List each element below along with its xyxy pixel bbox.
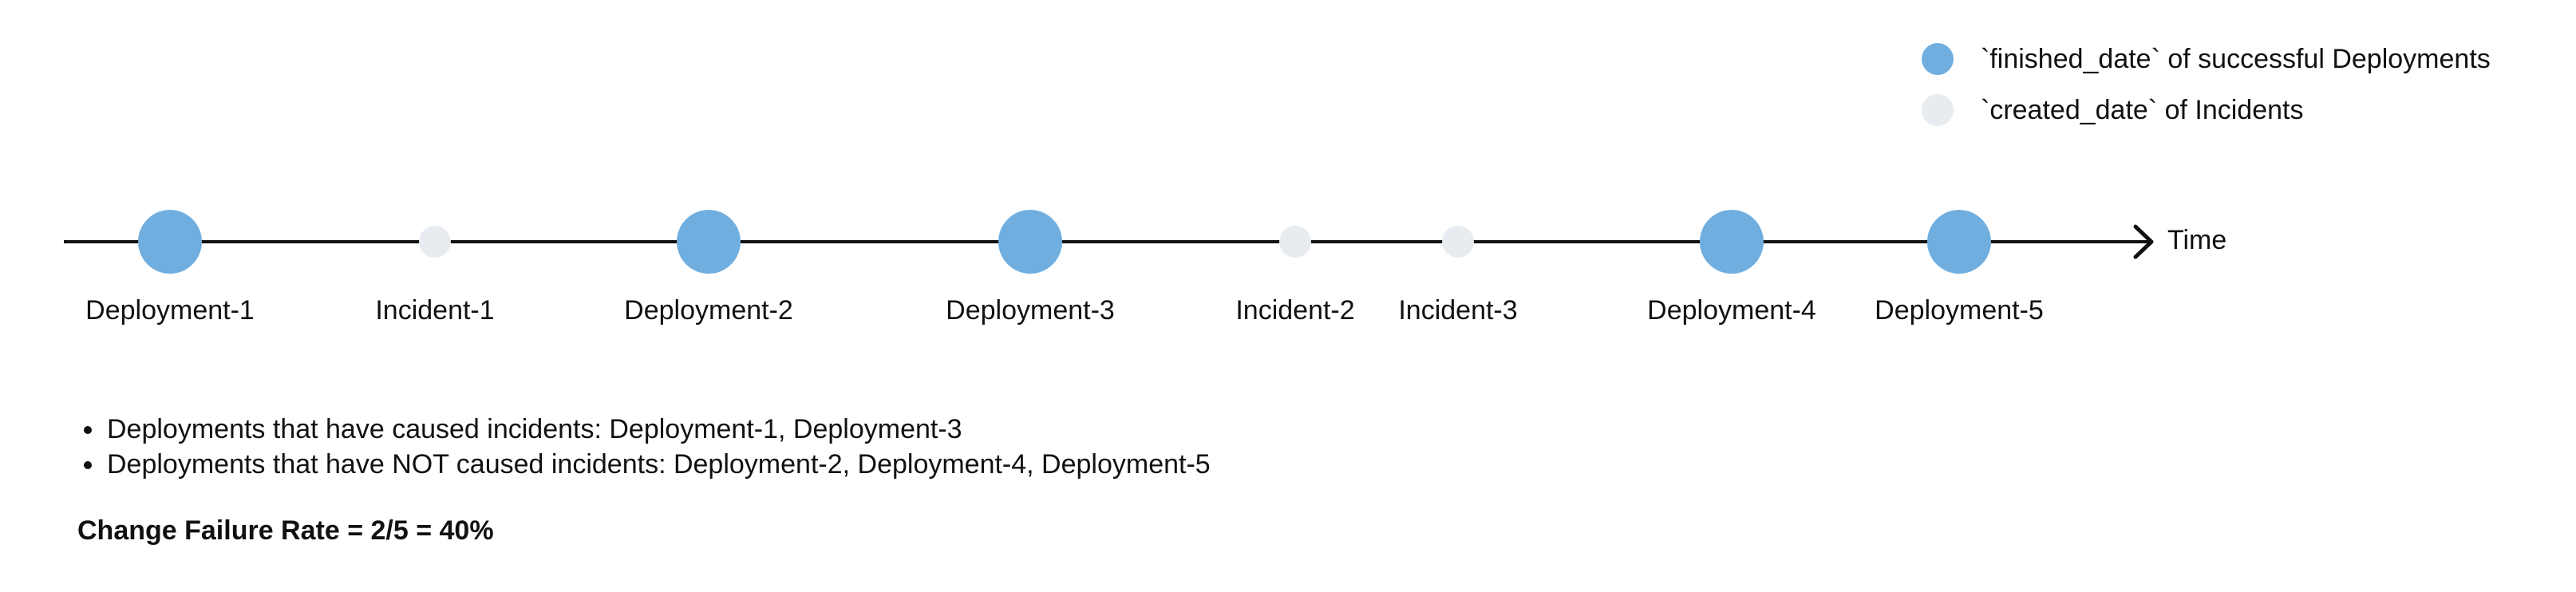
- event-label-incident-3: Incident-3: [1398, 295, 1518, 326]
- legend-label-deployments: `finished_date` of successful Deployment…: [1981, 43, 2491, 74]
- deployment-marker-7: [1700, 210, 1764, 274]
- deployment-marker-1: [138, 210, 202, 274]
- incident-marker-5: [1279, 226, 1311, 258]
- time-axis-label: Time: [2167, 225, 2227, 255]
- event-label-incident-2: Incident-2: [1235, 295, 1355, 326]
- incident-marker-2: [419, 226, 451, 258]
- legend-label-incidents: `created_date` of Incidents: [1981, 94, 2304, 125]
- note-item-caused-incidents: Deployments that have caused incidents: …: [105, 412, 1211, 447]
- event-label-deployment-5: Deployment-5: [1875, 295, 2044, 326]
- note-item-no-incidents: Deployments that have NOT caused inciden…: [105, 447, 1211, 482]
- legend-item-incidents: `created_date` of Incidents: [1922, 94, 2303, 126]
- incident-marker-6: [1442, 226, 1474, 258]
- incident-swatch-icon: [1922, 94, 1954, 126]
- notes-list: Deployments that have caused incidents: …: [56, 412, 1211, 482]
- legend-item-deployments: `finished_date` of successful Deployment…: [1922, 43, 2491, 75]
- deployment-marker-8: [1927, 210, 1991, 274]
- event-markers: [138, 210, 1991, 274]
- change-failure-rate: Change Failure Rate = 2/5 = 40%: [77, 515, 494, 546]
- deployment-swatch-icon: [1922, 43, 1954, 75]
- event-label-deployment-4: Deployment-4: [1647, 295, 1816, 326]
- deployment-marker-4: [998, 210, 1062, 274]
- event-label-deployment-1: Deployment-1: [85, 295, 255, 326]
- time-axis-arrowhead: [2133, 224, 2154, 259]
- event-label-deployment-2: Deployment-2: [624, 295, 793, 326]
- event-label-incident-1: Incident-1: [375, 295, 495, 326]
- event-label-deployment-3: Deployment-3: [946, 295, 1115, 326]
- deployment-marker-3: [677, 210, 741, 274]
